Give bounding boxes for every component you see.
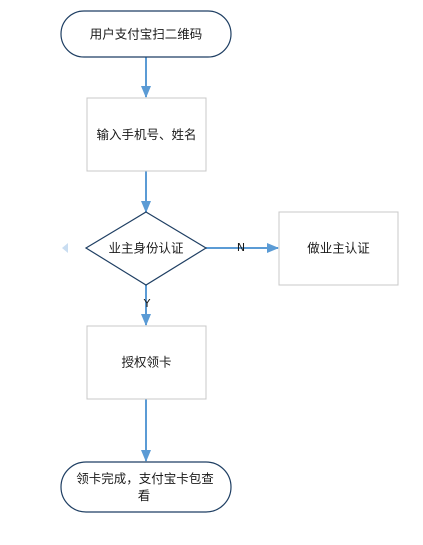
no-branch-step-label: 做业主认证 bbox=[307, 241, 370, 256]
start-terminator-label: 用户支付宝扫二维码 bbox=[90, 27, 203, 42]
start-terminator bbox=[60, 10, 232, 58]
end-terminator-label-line1: 领卡完成，支付宝卡包查 bbox=[76, 471, 214, 486]
end-terminator-label-line2: 看 bbox=[138, 488, 151, 503]
edge-label-no: N bbox=[237, 241, 245, 254]
edge-label-yes: Y bbox=[143, 297, 151, 310]
authorize-step-label: 授权领卡 bbox=[121, 355, 171, 370]
end-terminator bbox=[60, 461, 232, 513]
left-connector-marker bbox=[62, 243, 68, 253]
decision-label: 业主身份认证 bbox=[108, 241, 184, 256]
input-step-box bbox=[86, 97, 207, 172]
no-branch-step-box bbox=[278, 211, 399, 286]
authorize-step-box bbox=[86, 325, 207, 400]
decision-diamond bbox=[84, 211, 208, 286]
input-step-label: 输入手机号、姓名 bbox=[96, 127, 196, 142]
